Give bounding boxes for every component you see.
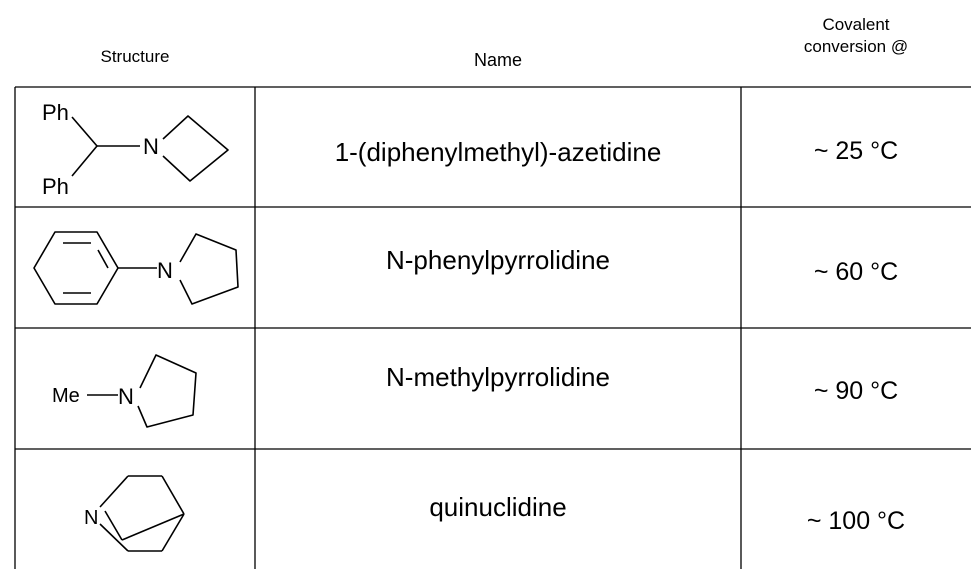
header-conversion-line1: Covalent xyxy=(822,15,890,34)
n-label-quinuclidine: N xyxy=(84,507,98,529)
name-cell: quinuclidine xyxy=(429,492,567,522)
n-label-pyrrolidine: N xyxy=(157,258,173,283)
header-conversion: Covalent conversion @ xyxy=(741,14,971,58)
name-cell: N-methylpyrrolidine xyxy=(386,362,610,392)
structure-n-methylpyrrolidine: Me N xyxy=(52,354,197,428)
conversion-cell: ~ 25 °C xyxy=(813,137,899,165)
structure-n-phenylpyrrolidine: N xyxy=(33,231,239,305)
me-label: Me xyxy=(52,385,80,407)
structure-diphenylmethyl-azetidine: Ph N Ph xyxy=(42,100,229,199)
ph-label-bottom: Ph xyxy=(42,174,69,199)
name-cell: N-phenylpyrrolidine xyxy=(386,245,610,275)
header-name: Name xyxy=(473,50,522,70)
n-label-azetidine: N xyxy=(143,134,159,159)
n-label-pyrrolidine: N xyxy=(118,384,134,409)
name-cell: 1-(diphenylmethyl)-azetidine xyxy=(334,137,662,167)
header-structure: Structure xyxy=(100,47,170,66)
conversion-cell: ~ 100 °C xyxy=(806,507,906,535)
header-conversion-line2: conversion @ xyxy=(803,37,909,56)
conversion-cell: ~ 90 °C xyxy=(813,377,899,405)
conversion-cell: ~ 60 °C xyxy=(813,258,899,286)
ph-label-top: Ph xyxy=(42,100,69,125)
structure-quinuclidine: N xyxy=(84,475,185,552)
